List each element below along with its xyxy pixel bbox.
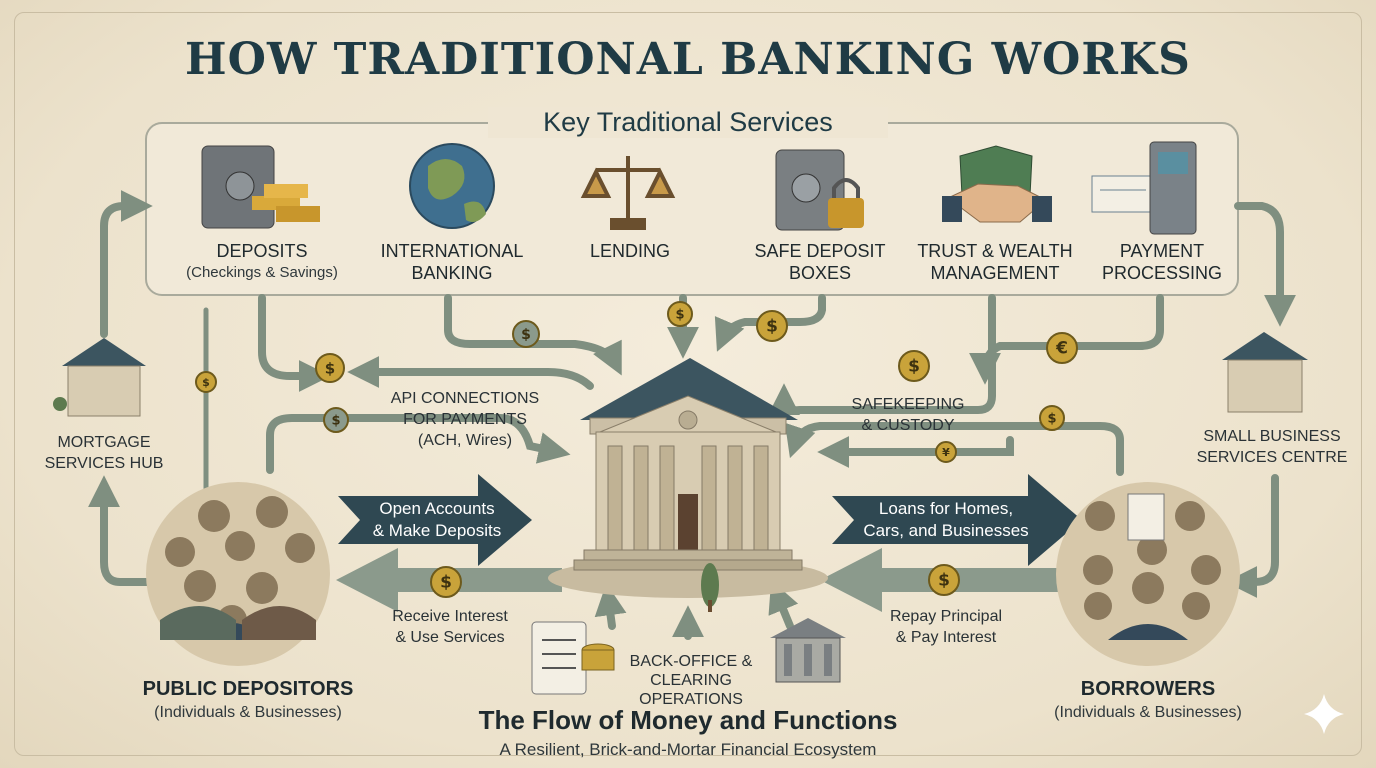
svg-text:€: € [1055,339,1068,359]
connector-safekeeping [784,422,1124,476]
svg-text:$: $ [331,414,340,429]
svg-text:$: $ [1047,412,1056,427]
svg-text:$: $ [202,376,210,389]
small-business-hub-icon [1222,332,1308,413]
euro-coin-icon: € [1046,332,1078,364]
connector-to-depositors-coin [347,356,594,390]
sparkle-icon [1304,694,1344,734]
check-atm-icon [1091,141,1197,235]
bank-building-icon [548,358,828,612]
footer-subtitle: A Resilient, Brick-and-Mortar Financial … [499,740,877,759]
safe-lock-icon [775,149,864,231]
document-list-icon [531,621,615,695]
dollar-coin-icon: $ [512,320,540,348]
flow-connectors [88,190,1296,640]
service-trust: TRUST & WEALTH MANAGEMENT [917,241,1073,283]
back-office-label: BACK-OFFICE & CLEARING OPERATIONS [629,653,753,708]
yen-coin-icon: ¥ [935,441,957,463]
connector-payment [969,294,1164,385]
svg-text:$: $ [938,571,950,591]
svg-text:$: $ [766,317,778,337]
open-accounts-label: Open Accounts & Make Deposits [372,499,502,540]
svg-text:$: $ [908,357,920,377]
service-safe-deposit: SAFE DEPOSIT BOXES [754,241,886,283]
outer-frame [14,12,1362,756]
connector-safe-deposit [714,294,826,352]
arrow-loans [832,474,1082,566]
globe-icon [409,143,495,229]
depositors-sub: (Individuals & Businesses) [154,704,342,721]
arrow-open-accounts [338,474,532,566]
dollar-coin-icon: $ [323,407,349,433]
svg-text:¥: ¥ [942,446,950,459]
clearing-house-icon [770,618,846,683]
service-international: INTERNATIONAL BANKING [380,241,524,283]
svg-text:$: $ [521,327,531,343]
mortgage-hub-label: MORTGAGE SERVICES HUB [44,434,164,472]
connector-trust [768,294,996,416]
connector-mortgage-up [100,190,153,338]
dollar-coin-icon: $ [430,566,462,598]
connector-api [266,414,571,474]
connector-international [444,294,622,376]
connector-depositors-side [203,307,238,515]
svg-text:$: $ [325,359,335,377]
connector-depositors-up [88,475,154,586]
handshake-shield-icon [942,145,1052,223]
vault-gold-icon [201,145,320,229]
connector-small-business-out [1225,474,1279,598]
small-business-hub-label: SMALL BUSINESS SERVICES CENTRE [1196,428,1348,466]
connector-to-small-business [1234,202,1296,327]
dollar-coin-icon: $ [756,310,788,342]
loans-label: Loans for Homes, Cars, and Businesses [863,499,1029,540]
connector-backoffice-right [768,580,799,630]
connector-backoffice-left [594,583,627,630]
dollar-coin-icon: $ [315,353,345,383]
mortgage-hub-icon [53,338,146,417]
connector-borrowers-coin [817,436,1014,468]
borrowers-group-icon [1056,482,1240,666]
service-payment: PAYMENT PROCESSING [1101,241,1223,283]
dollar-coin-icon: $ [898,350,930,382]
svg-text:$: $ [675,308,684,323]
depositors-name: PUBLIC DEPOSITORS [142,678,354,700]
safekeeping-label: SAFEKEEPING & CUSTODY [851,396,965,434]
scales-icon [580,156,676,230]
dollar-coin-icon: $ [667,301,693,327]
footer-title: The Flow of Money and Functions [478,705,898,735]
borrowers-name: BORROWERS [1080,678,1216,700]
page-title: HOW TRADITIONAL BANKING WORKS [185,34,1191,85]
svg-text:$: $ [440,573,452,593]
api-connections-label: API CONNECTIONS FOR PAYMENTS (ACH, Wires… [390,390,540,449]
repay-label: Repay Principal & Pay Interest [889,608,1003,646]
borrowers-sub: (Individuals & Businesses) [1054,704,1242,721]
dollar-coin-icon: $ [928,564,960,596]
receive-interest-label: Receive Interest & Use Services [392,608,508,646]
services-heading: Key Traditional Services [488,107,888,138]
dollar-coin-icon: $ [195,371,217,393]
service-lending: LENDING [589,241,670,261]
connector-deposits [258,294,331,392]
service-deposits: DEPOSITS (Checkings & Savings) [186,241,338,281]
dollar-coin-icon: $ [1039,405,1065,431]
coin-layer: $ $ $ $ € $ ¥ $ $ $ $ $ [195,301,1078,598]
depositors-group-icon [146,482,330,666]
